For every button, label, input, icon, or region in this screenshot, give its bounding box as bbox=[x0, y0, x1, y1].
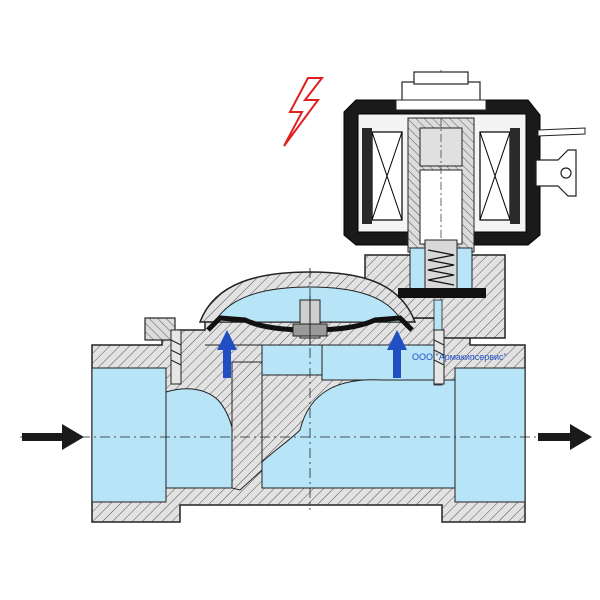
electrical-terminal bbox=[535, 127, 586, 197]
bolt-left bbox=[170, 329, 182, 385]
bonnet-cover bbox=[198, 271, 417, 323]
pressure-arrow-right-icon bbox=[387, 330, 407, 378]
bolt-right bbox=[433, 329, 445, 385]
center-lines bbox=[20, 268, 580, 510]
lightning-bolt-icon bbox=[283, 77, 325, 147]
pilot-spring bbox=[398, 239, 486, 298]
inlet-flow-arrow-icon bbox=[22, 424, 84, 450]
watermark-text: ООО "Армакипсервис" bbox=[412, 352, 507, 362]
solenoid-coil bbox=[343, 70, 541, 300]
pressure-arrow-left-icon bbox=[217, 330, 237, 378]
outlet-flow-arrow-icon bbox=[538, 424, 592, 450]
fluid-passages bbox=[91, 299, 526, 503]
